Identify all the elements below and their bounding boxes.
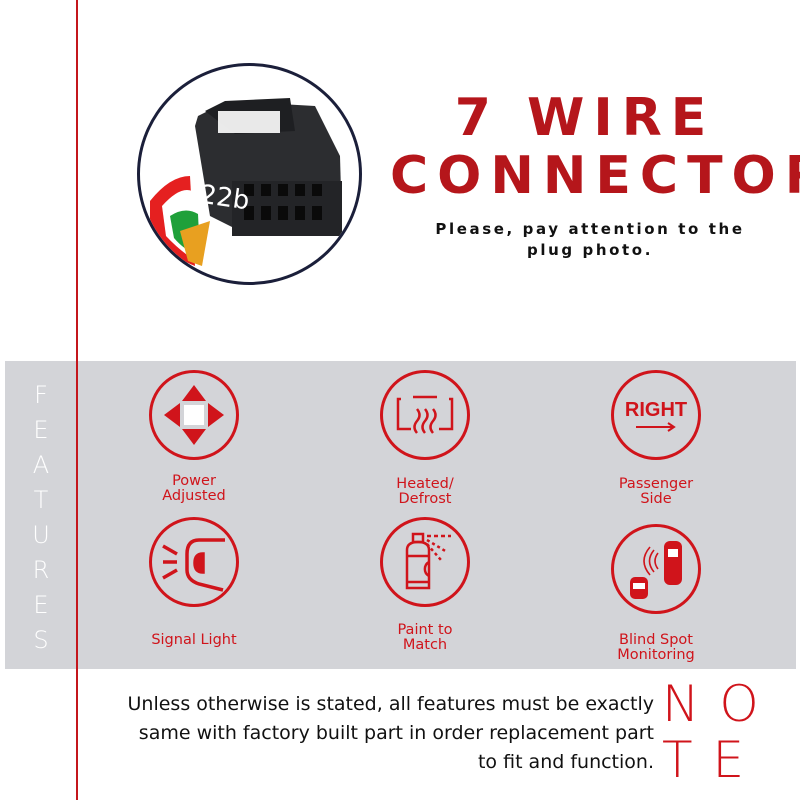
feature-label: Defrost bbox=[398, 491, 452, 507]
feature-heated-defrost: Heated/Defrost bbox=[345, 370, 505, 507]
feature-label: Heated/ bbox=[396, 476, 454, 492]
right-icon-text: RIGHT bbox=[624, 398, 688, 421]
side-letter: T bbox=[33, 486, 49, 514]
plug-label: 22b bbox=[198, 180, 251, 217]
feature-label: Power bbox=[172, 473, 216, 489]
feature-label: Side bbox=[640, 491, 672, 507]
right-icon: RIGHT bbox=[611, 370, 701, 460]
side-letter: E bbox=[33, 416, 49, 444]
connector-photo: 22b bbox=[137, 63, 362, 285]
side-letter: S bbox=[33, 626, 49, 654]
subtitle: Please, pay attention to the plug photo. bbox=[435, 220, 745, 259]
feature-signal-light: Signal Light bbox=[114, 517, 274, 648]
note-word: NO TE bbox=[662, 676, 782, 788]
feature-label: Passenger bbox=[618, 476, 694, 492]
defrost-icon bbox=[380, 370, 470, 460]
feature-label: Blind Spot bbox=[619, 632, 693, 648]
blind-spot-icon bbox=[611, 524, 701, 614]
note-word-line-2: TE bbox=[662, 731, 765, 789]
feature-label: Signal Light bbox=[151, 632, 237, 648]
signal-light-icon bbox=[149, 517, 239, 607]
feature-label: Adjusted bbox=[162, 488, 226, 504]
note-word-line-1: NO bbox=[662, 675, 779, 733]
feature-label: Match bbox=[402, 637, 448, 653]
feature-label: Monitoring bbox=[617, 647, 695, 663]
title-line-1: 7 WIRE bbox=[454, 88, 716, 148]
side-letter: R bbox=[32, 556, 50, 584]
side-letter: E bbox=[33, 591, 49, 619]
side-letter: A bbox=[32, 451, 50, 479]
features-side-label: F E A T U R E S bbox=[30, 378, 52, 658]
feature-label: Paint to bbox=[397, 622, 453, 638]
arrows-icon bbox=[149, 370, 239, 460]
title-line-2: CONNECTOR bbox=[390, 146, 800, 206]
side-letter: F bbox=[34, 381, 48, 409]
spray-paint-icon bbox=[380, 517, 470, 607]
vertical-red-line bbox=[76, 0, 78, 800]
note-text: Unless otherwise is stated, all features… bbox=[127, 693, 654, 773]
side-letter: U bbox=[32, 521, 50, 549]
